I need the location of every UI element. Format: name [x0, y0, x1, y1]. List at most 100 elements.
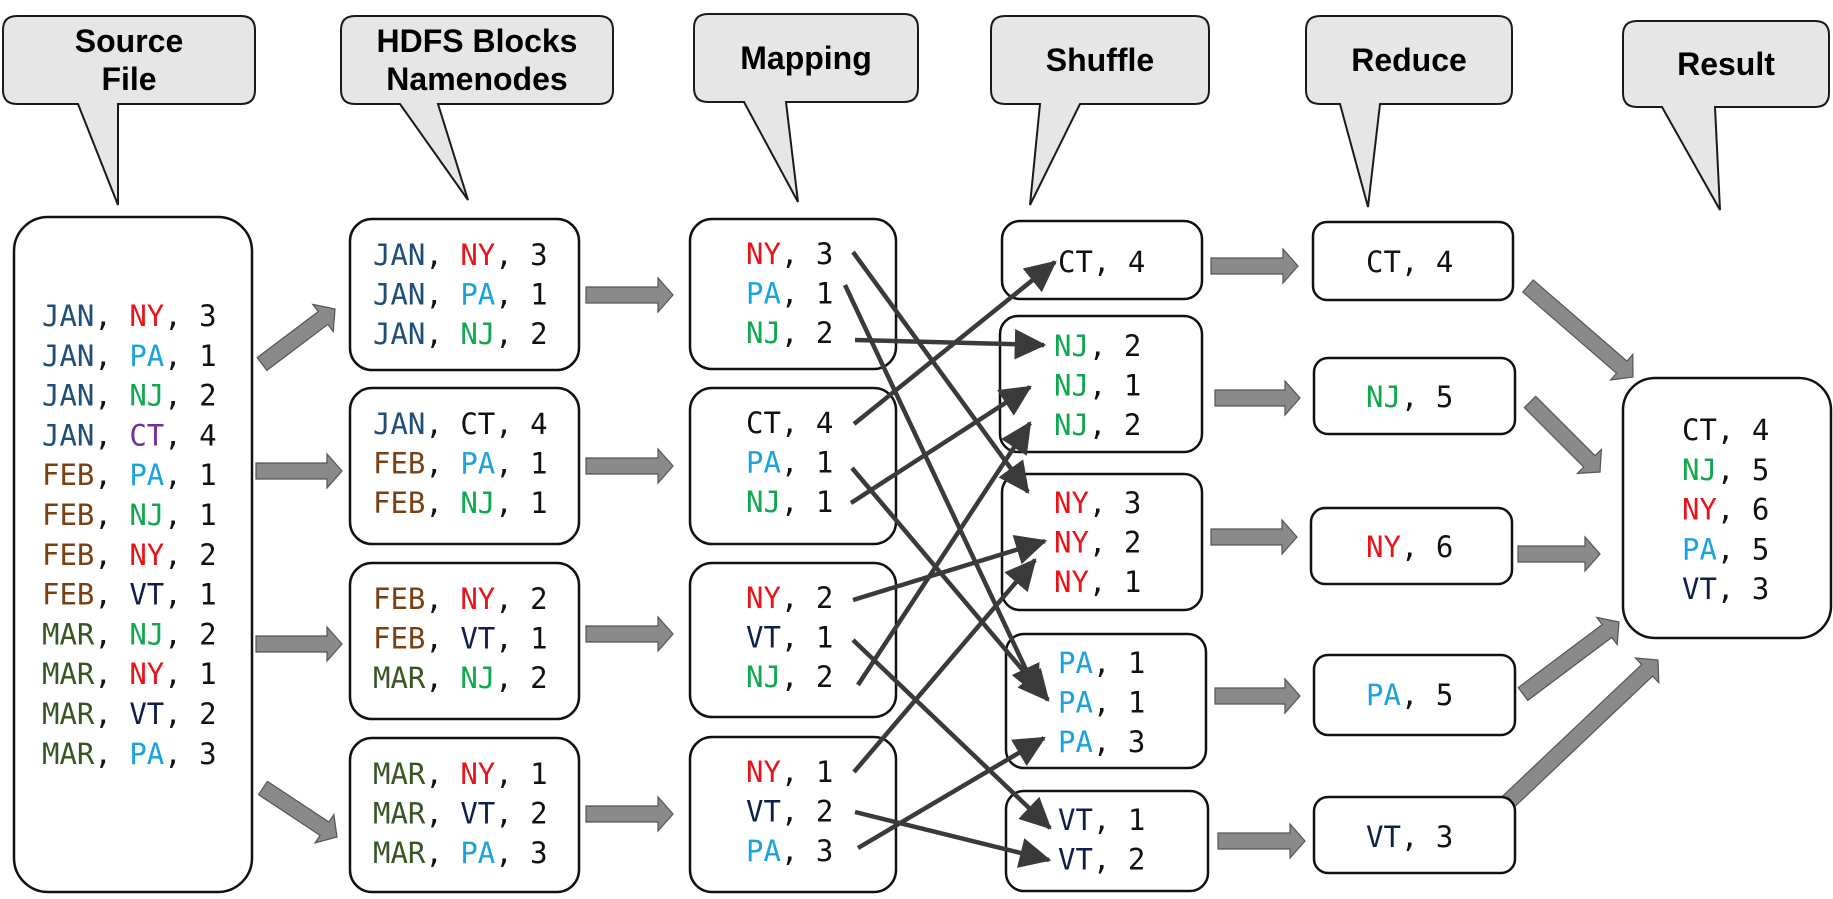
shuffle-block-3: NY, 3NY, 2NY, 1: [1000, 472, 1204, 612]
count-value: 1: [199, 498, 216, 532]
result-arrow-3: [1517, 535, 1601, 573]
state-label: PA: [1058, 725, 1093, 759]
mapping-block-1: NY, 3PA, 1NJ, 2: [688, 217, 898, 371]
count-value: 4: [816, 406, 833, 440]
separator: ,: [781, 834, 816, 868]
stage-title-result: Result: [1622, 20, 1830, 211]
stage-title-text: HDFS Blocks: [377, 23, 578, 59]
count-value: 2: [1124, 329, 1141, 363]
stage-title-text: File: [101, 61, 156, 97]
separator: ,: [495, 278, 530, 312]
count-value: 2: [816, 316, 833, 350]
entry-line: JAN, NJ, 2: [373, 317, 548, 351]
state-label: NJ: [1682, 453, 1717, 487]
entry-line: NJ, 2: [746, 316, 833, 350]
separator: ,: [781, 237, 816, 271]
separator: ,: [164, 617, 199, 651]
entry-line: FEB, NJ, 1: [42, 498, 217, 532]
count-value: 4: [199, 418, 216, 452]
reduce-block-1: CT, 4: [1311, 220, 1515, 302]
separator: ,: [425, 447, 460, 481]
state-label: VT: [746, 795, 781, 829]
separator: ,: [425, 317, 460, 351]
count-value: 2: [816, 795, 833, 829]
count-value: 1: [530, 447, 547, 481]
stage-title-text: Shuffle: [1046, 42, 1154, 78]
separator: ,: [164, 379, 199, 413]
separator: ,: [94, 498, 129, 532]
entry-line: VT, 2: [1058, 843, 1145, 877]
result-arrow-5: [1500, 657, 1660, 810]
shuffle-block-5-border: [1004, 789, 1210, 893]
reduce-block-3: NY, 6: [1309, 506, 1514, 586]
speech-bubble: [693, 13, 919, 203]
entry-line: CT, 4: [1682, 413, 1769, 447]
separator: ,: [94, 299, 129, 333]
separator: ,: [1401, 530, 1436, 564]
stage-title-text: Source: [75, 23, 183, 59]
count-value: 1: [816, 621, 833, 655]
shuffle-route-arrow-4: [852, 260, 1057, 426]
entry-line: CT, 4: [1058, 245, 1145, 279]
reduce-arrow-1: [1210, 247, 1299, 285]
entry-line: NJ, 1: [1054, 369, 1141, 403]
shuffle-route-arrow-2: [842, 284, 1041, 698]
map-arrow-4: [585, 795, 674, 833]
entry-line: VT, 3: [1682, 572, 1769, 606]
entry-line: PA, 3: [746, 834, 833, 868]
entry-line: VT, 1: [1058, 803, 1145, 837]
mapping-block-1-border: [688, 217, 898, 371]
count-value: 1: [816, 446, 833, 480]
source-file-box-border: [12, 215, 254, 894]
count-value: 3: [816, 834, 833, 868]
month-label: FEB: [373, 582, 425, 616]
entry-line: NY, 1: [1054, 565, 1141, 599]
count-value: 1: [1124, 565, 1141, 599]
entry-line: PA, 1: [1058, 646, 1145, 680]
separator: ,: [781, 277, 816, 311]
state-label: NJ: [460, 486, 495, 520]
state-label: NY: [1054, 486, 1089, 520]
count-value: 5: [1752, 532, 1769, 566]
month-label: JAN: [373, 407, 425, 441]
count-value: 3: [530, 836, 547, 870]
count-value: 1: [199, 339, 216, 373]
count-value: 3: [1436, 820, 1453, 854]
separator: ,: [495, 447, 530, 481]
mapping-block-3: NY, 2VT, 1NJ, 2: [688, 561, 898, 719]
entry-line: MAR, PA, 3: [373, 836, 548, 870]
separator: ,: [781, 621, 816, 655]
count-value: 1: [1128, 686, 1145, 720]
separator: ,: [164, 538, 199, 572]
count-value: 1: [199, 578, 216, 612]
state-label: PA: [1366, 678, 1401, 712]
separator: ,: [495, 836, 530, 870]
shuffle-route-arrow-10: [852, 558, 1037, 774]
separator: ,: [1089, 369, 1124, 403]
result-box: CT, 4NJ, 5NY, 6PA, 5VT, 3: [1621, 376, 1833, 640]
state-label: VT: [1058, 843, 1093, 877]
month-label: JAN: [42, 299, 94, 333]
state-label: PA: [129, 458, 164, 492]
state-label: NJ: [460, 661, 495, 695]
shuffle-route-arrow-9: [856, 421, 1032, 687]
map-arrow-2: [585, 447, 674, 485]
separator: ,: [94, 418, 129, 452]
separator: ,: [425, 836, 460, 870]
mapping-block-4: NY, 1VT, 2PA, 3: [688, 735, 898, 894]
count-value: 3: [530, 238, 547, 272]
state-label: NJ: [129, 617, 164, 651]
separator: ,: [1401, 380, 1436, 414]
state-label: PA: [460, 278, 495, 312]
count-value: 4: [530, 407, 547, 441]
count-value: 2: [199, 379, 216, 413]
separator: ,: [495, 757, 530, 791]
count-value: 2: [816, 660, 833, 694]
month-label: MAR: [373, 797, 426, 831]
count-value: 2: [199, 617, 216, 651]
state-label: NJ: [460, 317, 495, 351]
state-label: VT: [460, 797, 495, 831]
separator: ,: [164, 458, 199, 492]
separator: ,: [94, 578, 129, 612]
entry-line: NY, 2: [1054, 526, 1141, 560]
